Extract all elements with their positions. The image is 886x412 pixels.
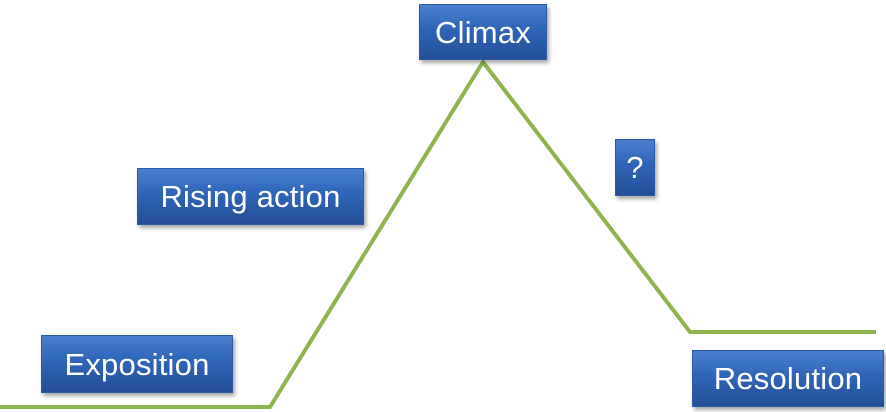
plot-arc-path <box>0 58 876 409</box>
rising-action-text: Rising action <box>160 179 341 214</box>
resolution-label: Resolution <box>692 350 884 407</box>
resolution-text: Resolution <box>713 361 863 396</box>
climax-text: Climax <box>435 14 531 50</box>
falling-action-label: ? <box>615 139 655 196</box>
rising-action-label: Rising action <box>137 168 364 225</box>
falling-action-text: ? <box>626 150 644 185</box>
exposition-text: Exposition <box>64 346 210 382</box>
exposition-label: Exposition <box>41 335 233 393</box>
climax-label: Climax <box>419 4 547 60</box>
